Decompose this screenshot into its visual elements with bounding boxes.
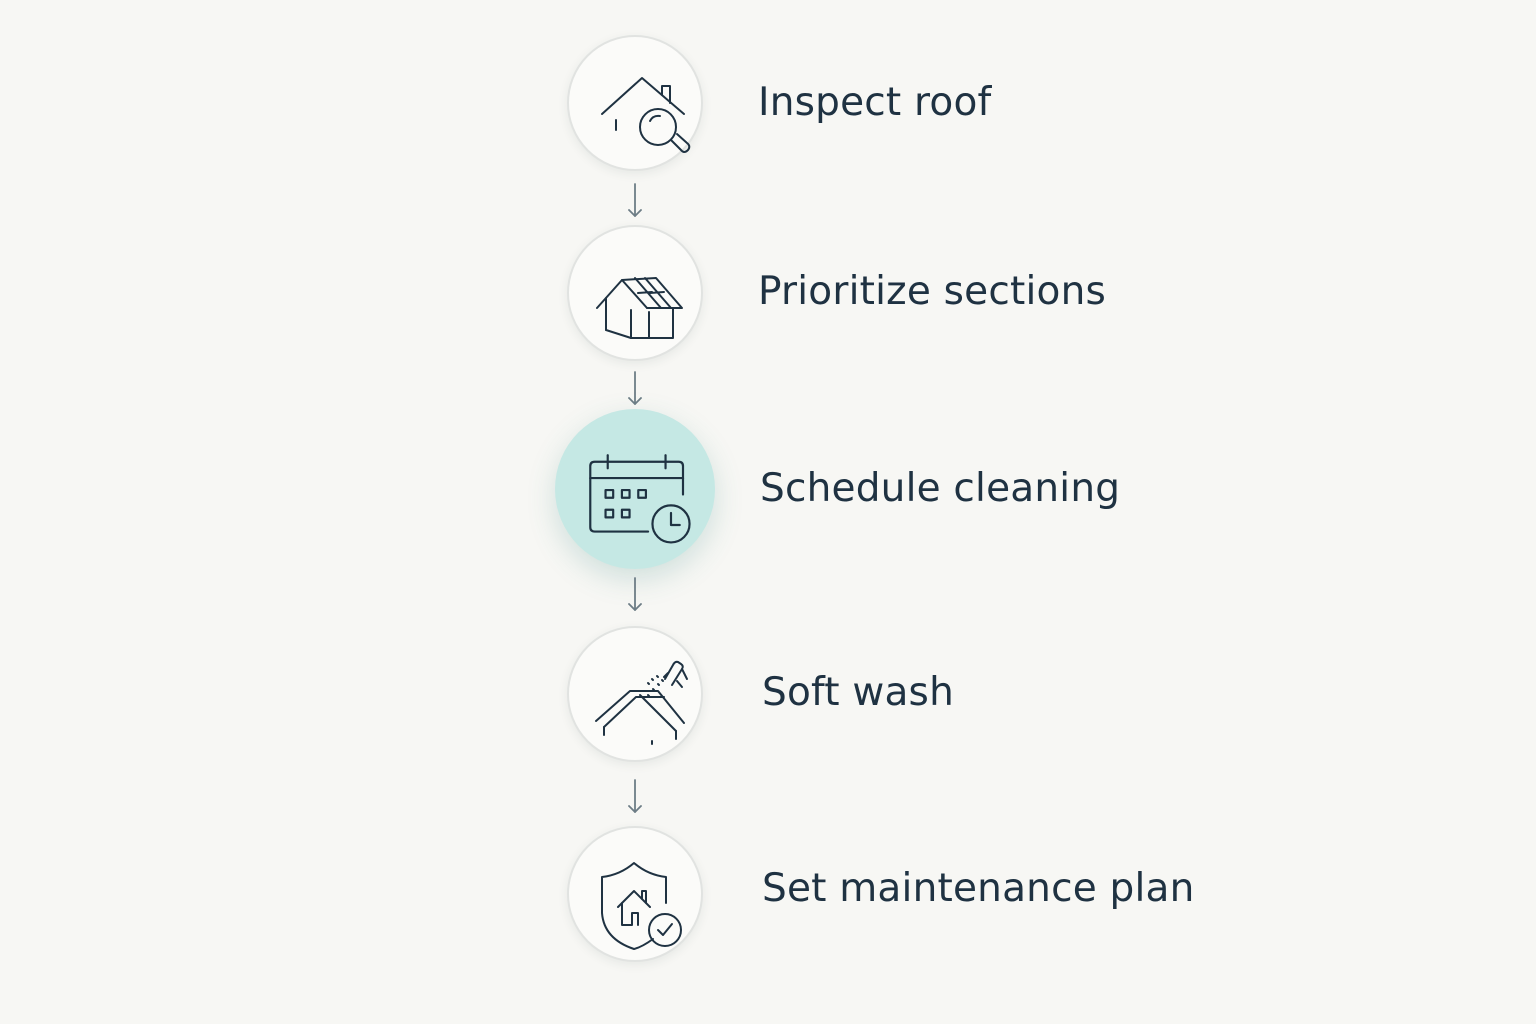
step-5-label: Set maintenance plan [762,866,1195,911]
connector-arrow-4 [625,778,645,818]
connector-arrow-1 [625,182,645,222]
step-3-label: Schedule cleaning [760,466,1121,511]
shield-house-check-icon [601,862,682,950]
connector-arrow-3 [625,576,645,616]
house-roof-sections-icon [596,277,683,339]
step-3-circle [555,409,715,569]
step-2-circle [567,225,703,361]
step-5-circle [567,826,703,962]
step-1-circle [567,35,703,171]
connector-arrow-2 [625,370,645,410]
roof-spray-nozzle-icon [595,660,688,745]
step-2-label: Prioritize sections [758,269,1107,314]
house-magnifier-icon [601,77,691,153]
calendar-clock-icon [589,454,691,544]
step-1-label: Inspect roof [758,80,992,125]
step-4-label: Soft wash [762,670,954,715]
step-4-circle [567,626,703,762]
